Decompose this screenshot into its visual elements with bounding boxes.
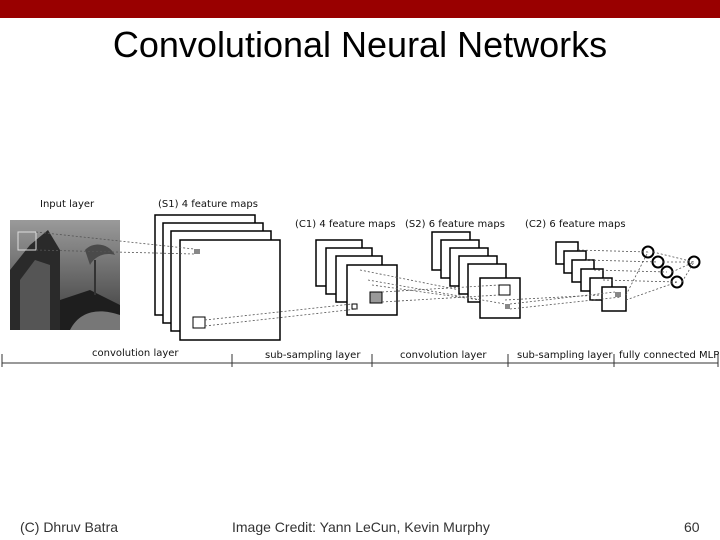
s1-feature-maps	[155, 215, 280, 340]
c1-feature-maps	[316, 240, 397, 315]
layer-label-mlp: fully connected MLP	[619, 350, 719, 361]
footer-copyright: (C) Dhruv Batra	[20, 519, 118, 535]
c2-feature-maps	[556, 242, 626, 311]
cnn-diagram: Input layer (S1) 4 feature maps (C1) 4 f…	[0, 190, 720, 370]
slide-title: Convolutional Neural Networks	[0, 24, 720, 66]
input-image	[10, 220, 120, 330]
input-layer-label: Input layer	[40, 199, 95, 210]
layer-label-convolution-2: convolution layer	[400, 350, 487, 361]
layer-label-convolution-1: convolution layer	[92, 348, 179, 359]
s2-label: (S2) 6 feature maps	[405, 219, 505, 230]
page-number: 60	[684, 519, 700, 535]
footer-image-credit: Image Credit: Yann LeCun, Kevin Murphy	[232, 519, 490, 535]
top-accent-bar	[0, 0, 720, 18]
layer-label-subsampling-1: sub-sampling layer	[265, 350, 361, 361]
layer-label-subsampling-2: sub-sampling layer	[517, 350, 613, 361]
s1-label: (S1) 4 feature maps	[158, 199, 258, 210]
s2-feature-maps	[432, 232, 520, 318]
c1-label: (C1) 4 feature maps	[295, 219, 396, 230]
c2-label: (C2) 6 feature maps	[525, 219, 626, 230]
